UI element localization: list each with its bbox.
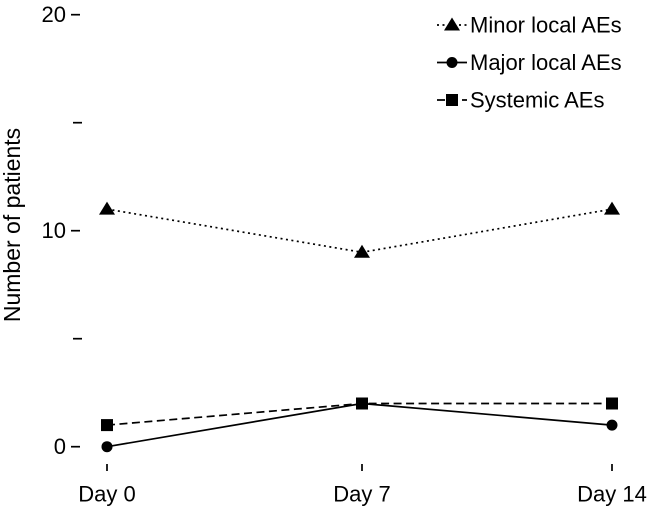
point-day-14-circle-marker — [606, 419, 618, 431]
x-axis-tick-label: Day 0 — [78, 482, 135, 507]
legend-entry: Systemic AEs — [437, 88, 604, 113]
legend-entry: Minor local AEs — [437, 13, 622, 38]
series-markers-triangle — [99, 201, 620, 258]
x-axis-tick-label: Day 7 — [333, 482, 390, 507]
x-axis: Day 0 Day 7 Day 14 — [78, 464, 647, 507]
series-line — [106, 208, 613, 254]
legend-label: Major local AEs — [470, 50, 622, 75]
point-day-0-circle-marker — [101, 441, 113, 453]
legend-triangle-marker — [444, 17, 460, 31]
y-axis: 0 10 20 — [42, 2, 82, 459]
y-axis-tick-label: 10 — [42, 218, 66, 243]
series-minor-local-aes — [106, 208, 613, 254]
point-day-14-triangle-marker — [604, 201, 620, 215]
legend-label: Systemic AEs — [470, 88, 604, 113]
point-day-0-square-marker — [101, 419, 113, 432]
x-axis-tick-label: Day 14 — [577, 482, 647, 507]
legend-square-marker — [446, 94, 458, 106]
legend-label: Minor local AEs — [470, 13, 622, 38]
point-day-7-square-marker — [356, 397, 368, 410]
point-day-7-triangle-marker — [354, 244, 370, 258]
point-day-0-triangle-marker — [99, 201, 115, 215]
y-axis-tick-label: 20 — [42, 2, 66, 27]
series-markers-square — [101, 397, 618, 432]
y-axis-tick-label: 0 — [54, 434, 66, 459]
legend-entry: Major local AEs — [437, 50, 622, 75]
legend-circle-marker — [446, 57, 458, 68]
series-major-local-aes — [106, 402, 613, 448]
y-axis-title: Number of patients — [0, 128, 25, 322]
point-day-14-square-marker — [606, 397, 618, 410]
series-line — [106, 402, 613, 448]
